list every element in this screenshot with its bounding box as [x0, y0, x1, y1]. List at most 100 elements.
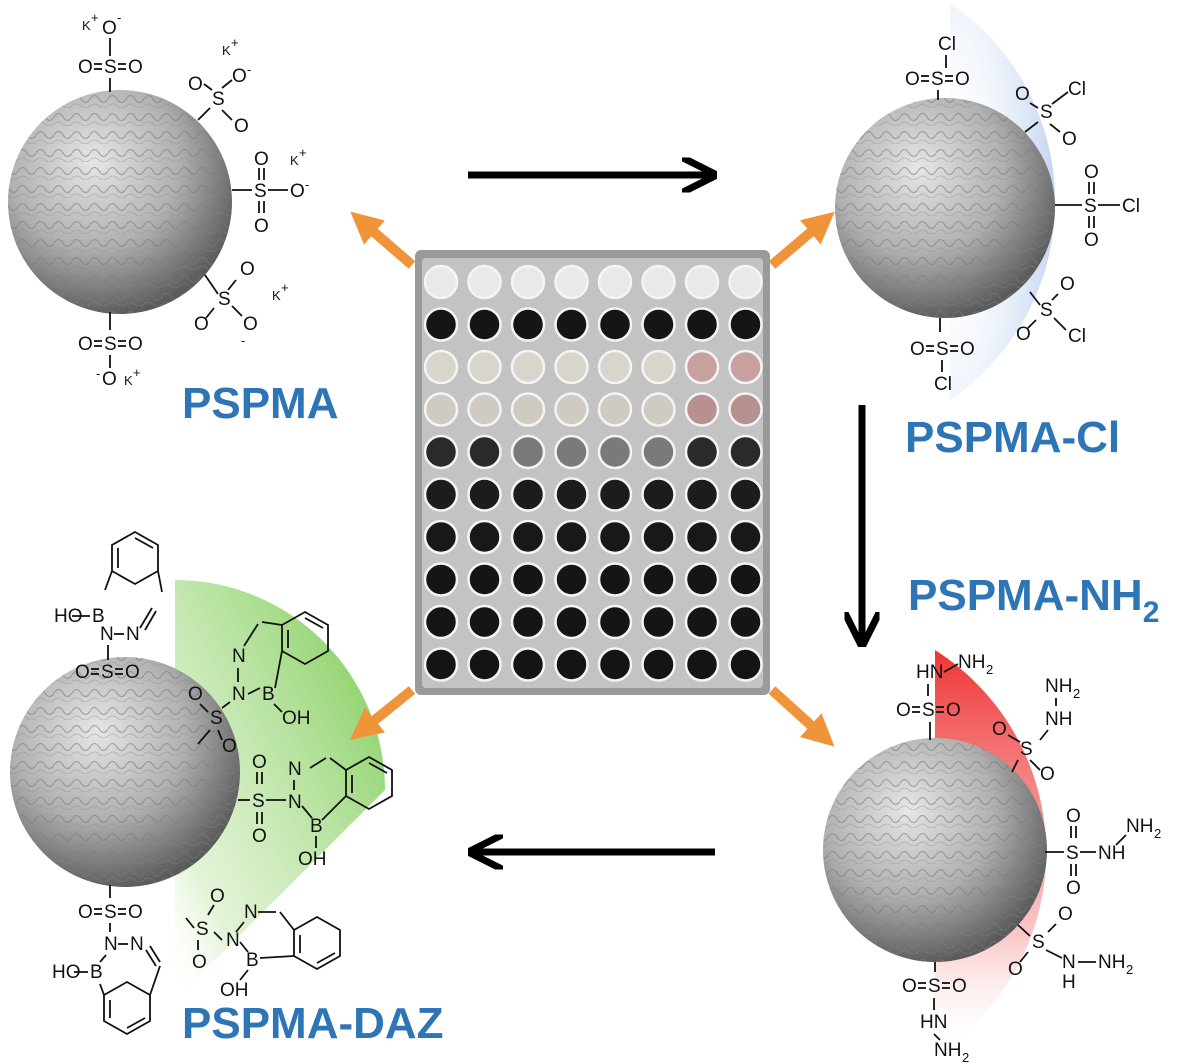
plate-well — [641, 562, 676, 597]
svg-text:HO: HO — [52, 962, 81, 983]
svg-text:N: N — [288, 792, 302, 813]
plate-well — [467, 562, 502, 597]
svg-text:O: O — [75, 662, 90, 683]
svg-text:S: S — [936, 339, 949, 360]
plate-well — [554, 477, 589, 512]
svg-text:-: - — [241, 333, 245, 348]
plate-well — [597, 477, 633, 512]
svg-text:S: S — [1020, 739, 1033, 760]
plate-well — [467, 349, 502, 385]
svg-text:NH: NH — [1098, 843, 1125, 864]
plate-well — [510, 604, 546, 640]
svg-text:K: K — [82, 18, 91, 33]
svg-text:O: O — [102, 18, 117, 39]
plate-well — [597, 434, 633, 470]
svg-text:S: S — [1066, 843, 1079, 864]
plate-well — [728, 562, 763, 597]
label-pspma: PSPMA — [182, 379, 338, 428]
svg-text:S: S — [104, 334, 117, 355]
svg-text:S: S — [931, 69, 944, 90]
plate-well — [423, 307, 459, 342]
svg-text:O: O — [222, 736, 237, 757]
plate-well — [597, 562, 633, 597]
plate-well — [684, 647, 720, 682]
sphere-pspma-daz — [10, 657, 240, 887]
svg-text:O: O — [234, 116, 249, 137]
svg-text:+: + — [281, 280, 289, 295]
svg-text:O: O — [1016, 324, 1031, 345]
plate-well — [597, 307, 633, 342]
plate-well — [597, 647, 633, 682]
svg-text:S: S — [1040, 300, 1053, 321]
sphere-pspma-nh2 — [823, 738, 1047, 962]
plate-well — [510, 647, 546, 682]
svg-text:O: O — [243, 314, 258, 335]
svg-text:N: N — [288, 759, 302, 780]
svg-text:B: B — [246, 950, 259, 971]
plate-well — [641, 434, 676, 470]
svg-text:S: S — [922, 700, 935, 721]
orange-arrow-bottom-left — [350, 686, 416, 741]
svg-text:NH: NH — [934, 1040, 961, 1061]
svg-text:2: 2 — [1126, 962, 1133, 977]
plate-well — [684, 434, 720, 470]
svg-text:B: B — [310, 816, 323, 837]
svg-text:O: O — [1084, 230, 1099, 251]
plate-well — [597, 349, 633, 385]
svg-text:N: N — [232, 646, 246, 667]
svg-text:O: O — [128, 902, 143, 923]
plate-well — [728, 519, 763, 555]
svg-text:-: - — [247, 62, 251, 77]
svg-text:B: B — [262, 684, 275, 705]
svg-text:+: + — [231, 35, 239, 50]
svg-text:O: O — [992, 719, 1007, 740]
svg-text:N: N — [1062, 952, 1076, 973]
svg-text:OH: OH — [298, 849, 327, 870]
svg-text:NH: NH — [1126, 816, 1153, 837]
svg-text:O: O — [232, 66, 247, 87]
svg-text:S: S — [218, 289, 231, 310]
sphere-pspma — [8, 90, 232, 314]
plate-well — [510, 519, 546, 555]
plate-well — [597, 519, 633, 555]
svg-text:O: O — [1008, 959, 1023, 980]
plate-well — [684, 562, 720, 597]
svg-text:O: O — [254, 149, 269, 170]
svg-text:O: O — [905, 69, 920, 90]
svg-text:S: S — [104, 902, 117, 923]
label-pspma-cl: PSPMA-Cl — [905, 413, 1120, 462]
svg-text:O: O — [192, 952, 207, 973]
svg-text:O: O — [952, 976, 967, 997]
svg-text:O: O — [128, 334, 143, 355]
svg-text:2: 2 — [962, 1050, 969, 1064]
svg-text:O: O — [910, 339, 925, 360]
plate-well — [467, 604, 502, 640]
svg-text:O: O — [78, 902, 93, 923]
plate-well — [510, 307, 546, 342]
svg-text:NH: NH — [1045, 676, 1072, 697]
plate-well — [423, 264, 459, 300]
plate-well — [728, 647, 763, 682]
plate-well — [641, 392, 676, 427]
svg-text:S: S — [1084, 196, 1097, 217]
svg-text:O: O — [1066, 878, 1081, 899]
plate-well — [728, 307, 763, 342]
svg-text:S: S — [104, 57, 117, 78]
plate-well — [554, 392, 589, 427]
plate-well — [684, 264, 720, 300]
svg-text:Cl: Cl — [934, 374, 952, 395]
svg-text:O: O — [240, 259, 255, 280]
plate-well — [467, 307, 502, 342]
plate-well — [510, 562, 546, 597]
plate-well — [597, 604, 633, 640]
sphere-pspma-cl — [835, 98, 1055, 318]
svg-text:K: K — [124, 373, 133, 388]
svg-text:B: B — [92, 606, 105, 627]
svg-text:+: + — [91, 10, 99, 25]
plate-well — [423, 647, 459, 682]
svg-text:O: O — [1058, 904, 1073, 925]
svg-text:K: K — [290, 153, 299, 168]
plate-well — [728, 477, 763, 512]
svg-text:O: O — [254, 216, 269, 237]
